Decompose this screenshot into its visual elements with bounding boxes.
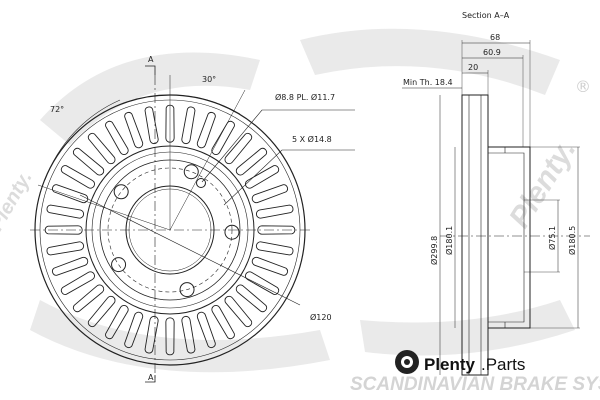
min-th-label: Min Th. 18.4 (403, 78, 453, 87)
section-marker-bottom: A (148, 373, 154, 382)
vent-slot (105, 305, 129, 340)
plenty-parts-logo[interactable]: Plenty .Parts (395, 350, 525, 374)
angle-30-leg (169, 89, 246, 231)
hat-profile-inner (488, 152, 525, 323)
brand-name: Plenty (424, 355, 476, 374)
vent-slot (60, 165, 95, 189)
angle-72-leg (37, 184, 171, 231)
section-marker-top: A (148, 55, 154, 64)
vent-slot (46, 241, 85, 256)
vent-slot (46, 204, 85, 219)
dia-outer-label: Ø299.8 (429, 236, 439, 265)
bolt-hole (224, 224, 240, 240)
vent-slot (165, 104, 175, 143)
dim-20-label: 20 (468, 63, 478, 72)
watermark-side-text: Plenty. (503, 134, 583, 234)
vent-slot (196, 112, 216, 149)
vent-slot (73, 147, 105, 176)
gear-icon (395, 350, 419, 374)
hole-spec-leader (201, 109, 355, 183)
section-arrow-bottom (145, 375, 156, 383)
vent-slot (257, 225, 296, 235)
vent-slot (181, 106, 196, 145)
section-view (402, 40, 590, 376)
vent-slot (165, 317, 175, 356)
bolt-spec-leader (223, 149, 355, 206)
dim-68-label: 68 (490, 33, 500, 42)
vent-slot (211, 120, 235, 155)
watermark-footer-text: SCANDINAVIAN BRAKE SYSTEMS (350, 374, 600, 395)
vent-slot (181, 315, 196, 354)
brand-suffix: .Parts (481, 355, 525, 374)
vent-slot (144, 106, 159, 145)
vent-slot (251, 256, 288, 276)
vent-slot (255, 241, 294, 256)
hat-profile (488, 146, 531, 329)
vent-slot (144, 315, 159, 354)
pcd-leader (79, 194, 301, 306)
dia-friction-label: Ø180.1 (444, 226, 454, 255)
vent-slot (196, 311, 216, 348)
vent-slot (52, 256, 89, 276)
dia-hub-label: Ø75.1 (547, 226, 557, 250)
vent-slot (224, 133, 253, 165)
vent-slot (73, 284, 105, 313)
vent-slot (60, 271, 95, 295)
angle-30-arc (169, 94, 241, 115)
vent-slot (224, 295, 253, 327)
angle-72-label: 72° (50, 105, 64, 114)
sbs-watermark (30, 28, 575, 373)
section-arrow-top (145, 65, 156, 75)
section-title: Section A–A (462, 11, 510, 20)
bolt-spec-label: 5 X Ø14.8 (292, 134, 332, 144)
vent-slot (44, 225, 83, 235)
watermark-left-text: Plenty. (0, 167, 37, 234)
locating-hole (196, 178, 206, 188)
vent-slot (87, 295, 116, 327)
dia-hat-label: Ø180.5 (567, 226, 577, 255)
bolt-hole (183, 164, 199, 180)
vent-slot (235, 147, 267, 176)
bolt-hole (179, 282, 195, 298)
dim-60-9-label: 60.9 (483, 48, 501, 57)
vent-slot (124, 311, 144, 348)
pcd-label: Ø120 (310, 312, 332, 322)
bolt-hole (113, 184, 129, 200)
bolt-holes (111, 164, 240, 298)
vent-slot (235, 284, 267, 313)
vent-slot (255, 204, 294, 219)
vent-slot (251, 184, 288, 204)
angle-72-arc (44, 99, 121, 181)
hole-spec-label: Ø8.8 PL. Ø11.7 (275, 92, 335, 102)
vent-slot (245, 165, 280, 189)
angle-30-label: 30° (202, 75, 216, 84)
disc-front-view (30, 65, 355, 383)
friction-ring-section (461, 94, 489, 376)
vent-slot (211, 305, 235, 340)
vent-slot (87, 133, 116, 165)
vent-slot (105, 120, 129, 155)
registered-mark: ® (575, 77, 591, 96)
vent-slot (124, 112, 144, 149)
bolt-hole (111, 257, 127, 273)
vent-slot (245, 271, 280, 295)
